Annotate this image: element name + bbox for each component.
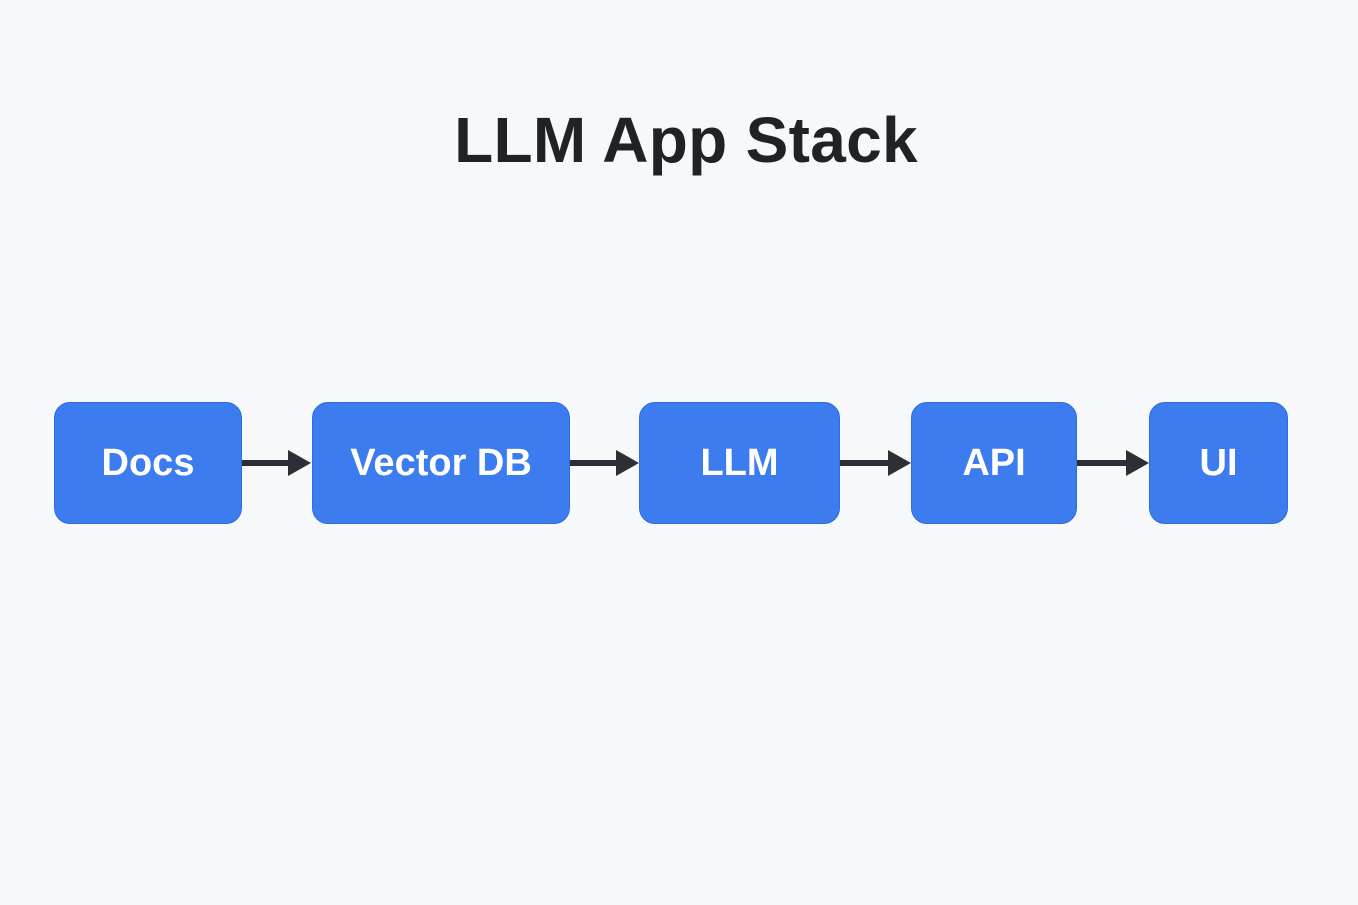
node-ui[interactable]: UI <box>1149 402 1288 524</box>
node-llm[interactable]: LLM <box>639 402 840 524</box>
arrow-docs-to-vector-db <box>242 450 311 476</box>
diagram-title: LLM App Stack <box>454 104 918 176</box>
node-vector-db[interactable]: Vector DB <box>312 402 570 524</box>
arrow-vector-db-to-llm <box>570 450 639 476</box>
node-api[interactable]: API <box>911 402 1077 524</box>
arrow-llm-to-api <box>840 450 911 476</box>
node-docs[interactable]: Docs <box>54 402 242 524</box>
arrow-api-to-ui <box>1077 450 1149 476</box>
